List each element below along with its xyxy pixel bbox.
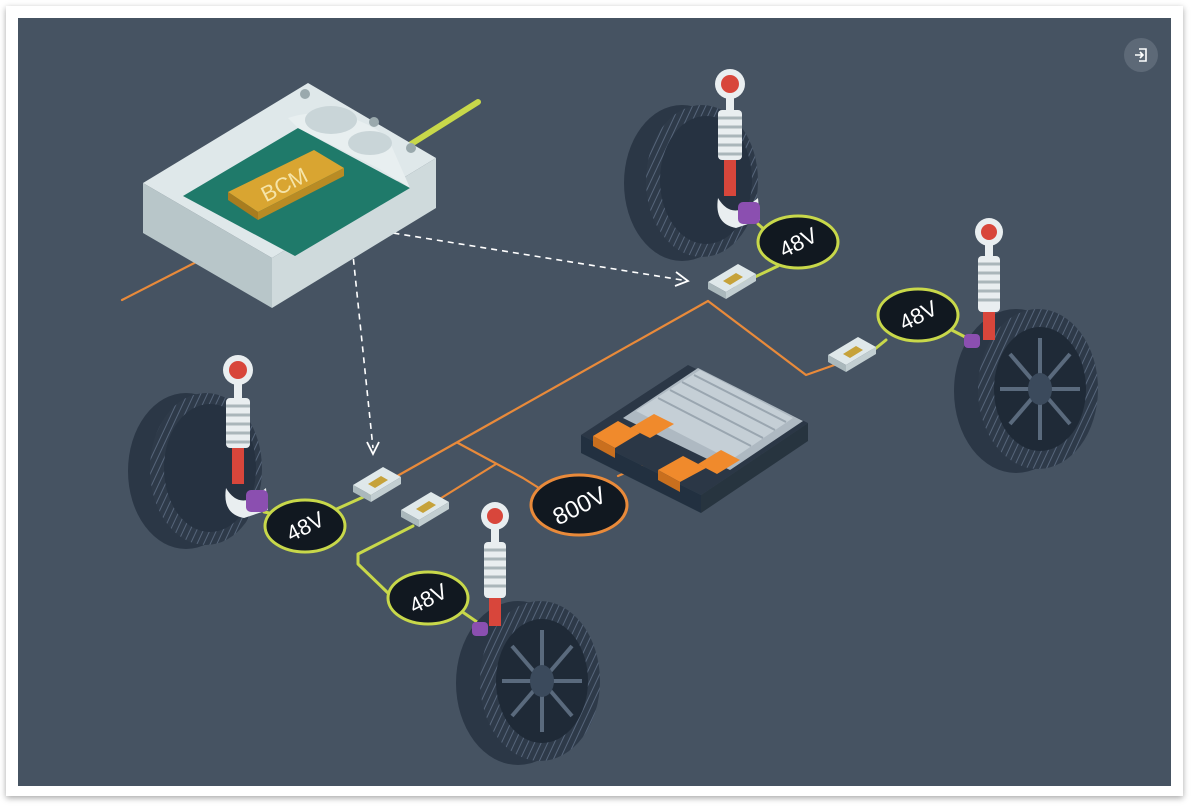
signal-arrow-to-front-left — [349, 225, 374, 449]
bcm-module: BCM — [143, 83, 436, 308]
fuse-module-rear-right — [828, 337, 876, 372]
exit-icon — [1135, 48, 1147, 62]
arrowhead-right — [674, 271, 690, 287]
hv-main-line — [381, 299, 710, 486]
battery-pack — [581, 365, 808, 513]
strut-front-right — [715, 69, 760, 228]
strut-rear-left — [472, 502, 509, 636]
lv-rear-left — [356, 524, 415, 595]
hv-right-branch — [706, 299, 842, 377]
diagram-canvas: BCM — [18, 18, 1171, 786]
vehicle-architecture-diagram: BCM — [120, 69, 1098, 765]
signal-arrow-to-front-right — [349, 225, 683, 281]
voltage-badge-front-left: 48V — [263, 498, 347, 554]
voltage-badge-battery: 800V — [529, 473, 629, 537]
signal-arrowheads — [366, 271, 690, 457]
bcm-signal-arrows — [349, 225, 683, 449]
arrowhead-left — [366, 441, 380, 457]
wheel-rear-right — [954, 309, 1098, 473]
fuse-module-rear-left — [401, 492, 449, 527]
strut-rear-right — [964, 218, 1003, 348]
bcm-yellow-wire — [405, 99, 481, 149]
voltage-badge-rear-left: 48V — [386, 570, 470, 626]
strut-front-left — [223, 355, 268, 518]
battery-orange-terminals — [593, 414, 740, 492]
image-frame: BCM — [6, 6, 1183, 796]
fuse-module-front-right — [708, 264, 756, 299]
wheel-rear-left — [456, 601, 600, 765]
fuse-module-front-left — [353, 467, 401, 502]
exit-button[interactable] — [1124, 38, 1158, 72]
voltage-badge-front-right: 48V — [756, 214, 840, 270]
bcm-orange-wire — [120, 254, 210, 302]
voltage-badge-rear-right: 48V — [876, 287, 960, 343]
